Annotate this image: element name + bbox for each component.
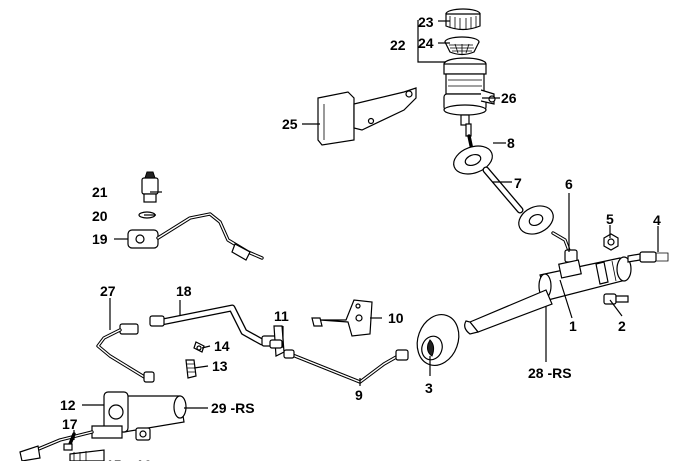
slave-cylinder-29 bbox=[34, 391, 187, 452]
line-19 bbox=[127, 212, 264, 261]
callout-4: 4 bbox=[653, 212, 661, 228]
bracket-10 bbox=[311, 299, 373, 337]
bracket-25 bbox=[317, 87, 417, 146]
pushrod-28 bbox=[464, 289, 553, 335]
callout-9: 9 bbox=[355, 387, 363, 403]
callout-7: 7 bbox=[514, 175, 522, 191]
callout-3: 3 bbox=[425, 380, 433, 396]
callout-6: 6 bbox=[565, 176, 573, 192]
reservoir-cap-23 bbox=[445, 8, 481, 31]
hose-clamp-26 bbox=[480, 89, 496, 105]
callout-17: 17 bbox=[62, 416, 78, 432]
switch-21 bbox=[141, 171, 159, 203]
callout-12: 12 bbox=[60, 397, 76, 413]
callout-24: 24 bbox=[418, 35, 434, 51]
callout-10: 10 bbox=[388, 310, 404, 326]
line-7 bbox=[482, 166, 554, 235]
callout-19: 19 bbox=[92, 231, 108, 247]
plug-16 bbox=[135, 427, 151, 441]
boot-3 bbox=[416, 314, 460, 366]
bolt-2 bbox=[603, 293, 629, 305]
line-27 bbox=[96, 323, 155, 383]
callout-27: 27 bbox=[100, 283, 116, 299]
callout-20: 20 bbox=[92, 208, 108, 224]
hose-18 bbox=[149, 304, 277, 347]
callout-1: 1 bbox=[569, 318, 577, 334]
callout-28: 28 -RS bbox=[528, 365, 572, 381]
bleeder-13 bbox=[185, 359, 197, 379]
leader-lines bbox=[73, 20, 659, 440]
callout-21: 21 bbox=[92, 184, 108, 200]
callout-8: 8 bbox=[507, 135, 515, 151]
callout-26: 26 bbox=[501, 90, 517, 106]
screw-14 bbox=[193, 341, 205, 353]
master-cylinder-1 bbox=[538, 256, 632, 301]
reservoir-body-22 bbox=[443, 57, 487, 137]
bracket-11 bbox=[269, 325, 285, 357]
callout-16: 16 bbox=[136, 457, 152, 461]
callout-18: 18 bbox=[176, 283, 192, 299]
elbow-fitting-6 bbox=[551, 231, 578, 263]
feed-hose-8 bbox=[453, 134, 493, 175]
callout-2: 2 bbox=[618, 318, 626, 334]
pin-17 bbox=[63, 432, 76, 451]
callout-14: 14 bbox=[214, 338, 230, 354]
bolt-4 bbox=[627, 251, 669, 263]
callout-11: 11 bbox=[274, 308, 289, 324]
line-9 bbox=[283, 349, 409, 384]
callout-25: 25 bbox=[282, 116, 298, 132]
callout-23: 23 bbox=[418, 14, 434, 30]
callout-22: 22 bbox=[390, 37, 406, 53]
callout-13: 13 bbox=[212, 358, 228, 374]
callout-29: 29 -RS bbox=[211, 400, 255, 416]
nut-5 bbox=[603, 233, 619, 251]
pushrod-15 bbox=[19, 445, 105, 462]
callout-5: 5 bbox=[606, 211, 614, 227]
strainer-24 bbox=[444, 36, 480, 56]
callout-15: 15 bbox=[106, 457, 122, 461]
